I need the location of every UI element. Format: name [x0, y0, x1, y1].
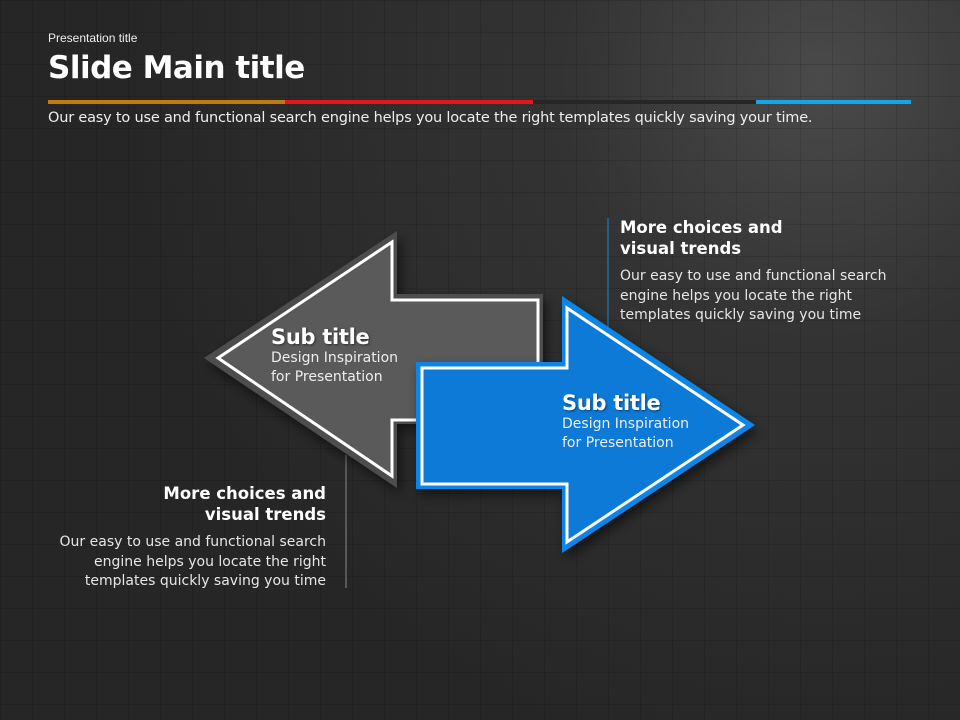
- left-arrow-text: Sub title Design Inspiration for Present…: [271, 325, 398, 387]
- title-bar-red: [285, 100, 533, 104]
- title-bar-orange: [48, 100, 285, 104]
- callout-right-line2: engine helps you locate the right: [620, 287, 852, 304]
- slide-description: Our easy to use and functional search en…: [48, 110, 813, 126]
- callout-right-line3: templates quickly saving you time: [620, 307, 862, 323]
- presentation-title: Presentation title: [48, 31, 138, 45]
- right-arrow-subtitle: Sub title: [562, 391, 661, 415]
- callout-right-heading1: More choices and: [620, 218, 783, 237]
- callout-left-line2: engine helps you locate the right: [94, 553, 326, 570]
- right-arrow: [416, 296, 755, 553]
- right-arrow-line2: for Presentation: [562, 435, 674, 451]
- callout-left-heading1: More choices and: [163, 484, 326, 503]
- callout-right-heading2: visual trends: [620, 239, 742, 258]
- slide-main-title: Slide Main title: [48, 50, 305, 86]
- callout-left-line1: Our easy to use and functional search: [59, 534, 326, 550]
- callout-right: More choices and visual trends Our easy …: [620, 217, 886, 326]
- left-arrow-line1: Design Inspiration: [271, 350, 399, 366]
- title-bar-blue: [756, 100, 911, 104]
- left-arrow-subtitle: Sub title: [271, 325, 370, 349]
- callout-left-heading2: visual trends: [204, 505, 326, 524]
- right-arrow-text: Sub title Design Inspiration for Present…: [562, 391, 689, 453]
- title-bar-dark: [533, 100, 756, 104]
- callout-left-line3: templates quickly saving you time: [84, 573, 326, 589]
- left-arrow-line2: for Presentation: [271, 369, 383, 385]
- callout-right-line1: Our easy to use and functional search: [620, 268, 887, 284]
- right-arrow-line1: Design Inspiration: [562, 416, 690, 432]
- callout-left: More choices and visual trends Our easy …: [60, 483, 326, 592]
